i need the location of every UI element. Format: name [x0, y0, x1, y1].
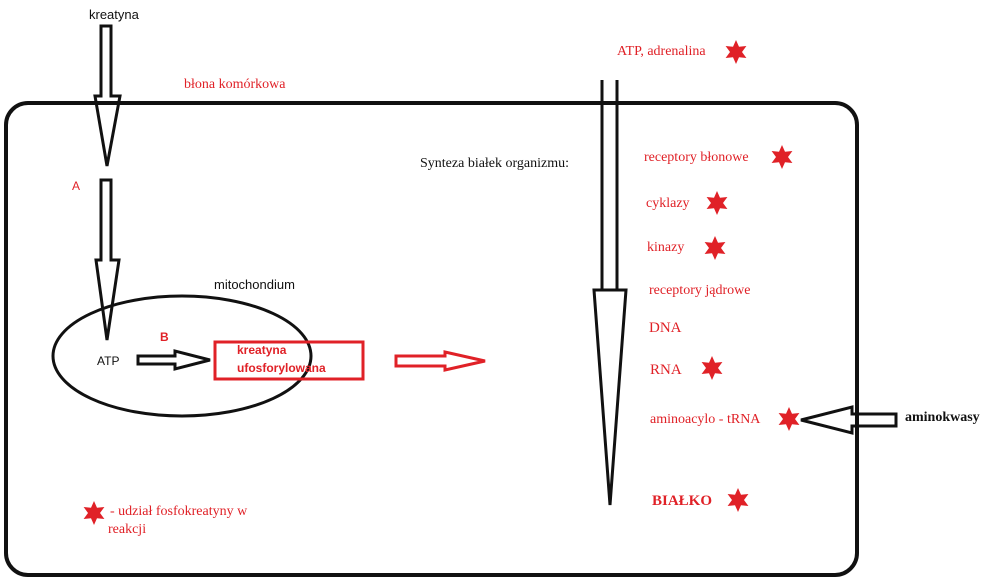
- phosphocreatine-label-line2: ufosforylowana: [237, 361, 326, 375]
- phosphocreatine-outflow-arrow: [394, 350, 486, 372]
- red-star-icon: [706, 191, 728, 215]
- atp-arrow: [136, 349, 211, 371]
- pathway-step-membrane-receptors: receptory błonowe: [644, 150, 749, 165]
- red-star-icon: [704, 236, 726, 260]
- cell-membrane: [4, 101, 859, 577]
- creatine-arrow-inner: [94, 178, 121, 341]
- pathway-step-kinases: kinazy: [647, 240, 685, 255]
- legend-star-icon: [83, 501, 105, 525]
- mitochondrion-outline: [51, 294, 313, 418]
- legend-text-line1: - udział fosfokreatyny w: [110, 504, 248, 519]
- aminoacids-arrow: [800, 405, 898, 435]
- creatine-label: kreatyna: [89, 7, 139, 22]
- cell-membrane-label: błona komórkowa: [184, 77, 286, 92]
- pathway-step-rna: RNA: [650, 362, 682, 378]
- label-b: B: [160, 330, 169, 344]
- phosphocreatine-label-line1: kreatyna: [237, 343, 287, 357]
- pathway-step-atp-adrenaline: ATP, adrenalina: [617, 44, 706, 59]
- phosphocreatine-box: [213, 340, 365, 381]
- red-star-icon: [771, 145, 793, 169]
- pathway-step-aminoacyl-trna: aminoacylo - tRNA: [650, 412, 761, 427]
- aminoacids-label: aminokwasy: [905, 410, 980, 425]
- label-a: A: [72, 179, 81, 193]
- red-star-icon: [727, 488, 749, 512]
- pathway-step-protein: BIAŁKO: [652, 493, 713, 509]
- red-star-icon: [725, 40, 747, 64]
- legend-text-line2: reakcji: [108, 522, 147, 537]
- creatine-arrow-top: [93, 24, 122, 167]
- red-star-icon: [701, 356, 723, 380]
- protein-synthesis-title: Synteza białek organizmu:: [420, 156, 570, 171]
- pathway-arrow-head: [592, 288, 628, 506]
- pathway-step-cyclases: cyklazy: [646, 196, 690, 211]
- mitochondrion-label: mitochondium: [214, 277, 295, 292]
- pathway-step-nuclear-receptors: receptory jądrowe: [649, 283, 751, 298]
- pathway-step-dna: DNA: [649, 320, 682, 336]
- red-star-icon: [778, 407, 800, 431]
- atp-label: ATP: [97, 354, 120, 368]
